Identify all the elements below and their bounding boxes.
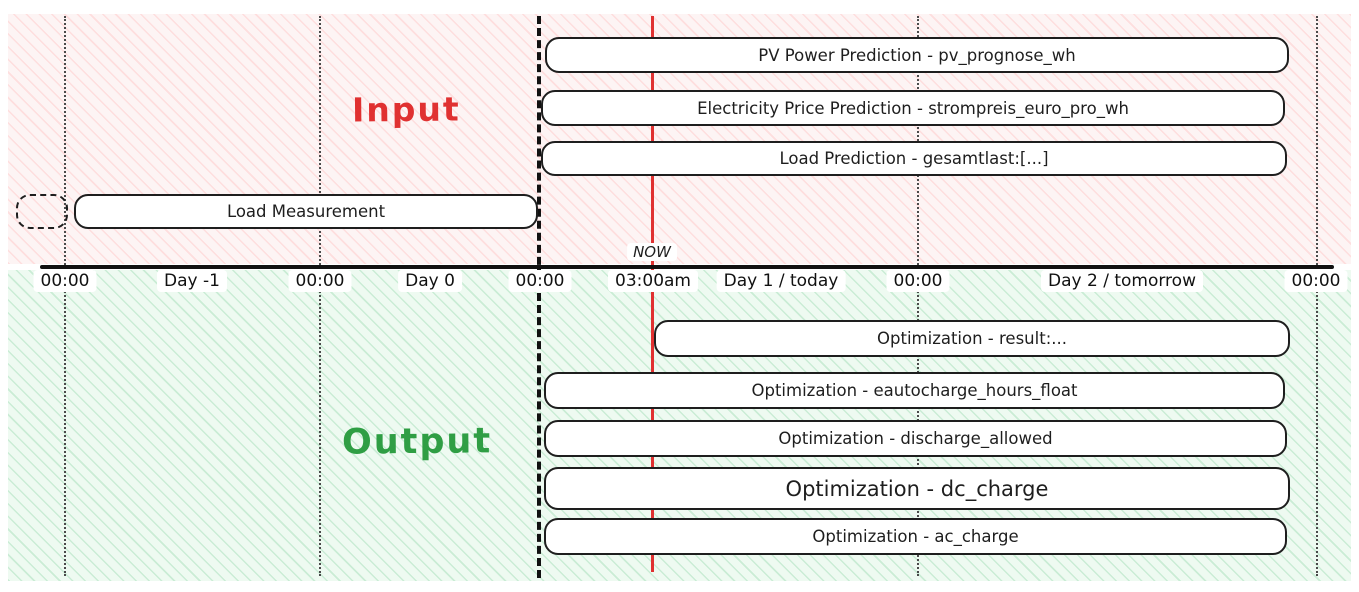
day1-boundary-dashed-line [537,16,541,578]
bar-label: Optimization - dc_charge [785,476,1049,501]
bar-optimization-result: Optimization - result:... [654,320,1290,357]
bar-label: Electricity Price Prediction - stromprei… [697,98,1129,118]
now-label: NOW [627,243,677,261]
bar-optimization-ac-charge: Optimization - ac_charge [544,518,1287,555]
output-section-label: Output [341,421,493,463]
bar-label: Load Measurement [226,202,386,221]
bar-label: PV Power Prediction - pv_prognose_wh [758,45,1076,65]
bar-optimization-dc-charge: Optimization - dc_charge [544,467,1290,510]
bar-electricity-price-prediction: Electricity Price Prediction - stromprei… [541,90,1285,126]
tick-label-0300am: 03:00am [608,270,698,292]
input-section-label: Input [351,89,461,130]
bar-optimization-eautocharge-hours-float: Optimization - eautocharge_hours_float [544,372,1285,409]
timeline-axis [40,265,1334,269]
gridline-day2-start [917,16,919,576]
now-line [651,16,654,572]
bar-label: Load Prediction - gesamtlast:[...] [779,149,1049,168]
bar-label: Optimization - discharge_allowed [778,429,1053,448]
gridline-day-minus1-start [64,16,66,576]
tick-label-0000-e: 00:00 [1284,270,1348,292]
tick-label-day1-today: Day 1 / today [716,270,846,292]
bar-pv-power-prediction: PV Power Prediction - pv_prognose_wh [545,37,1289,73]
tick-label-0000-c: 00:00 [508,270,572,292]
bar-label: Optimization - eautocharge_hours_float [751,381,1078,400]
tick-label-day2-tomorrow: Day 2 / tomorrow [1041,270,1203,292]
gridline-day2-end [1316,16,1318,576]
bar-label: Optimization - ac_charge [812,527,1019,546]
gridline-day0-start [319,16,321,576]
tick-label-0000-a: 00:00 [33,270,97,292]
bar-label: Optimization - result:... [877,329,1067,348]
tick-label-0000-b: 00:00 [288,270,352,292]
bar-load-prediction: Load Prediction - gesamtlast:[...] [541,141,1287,176]
tick-label-day-minus1: Day -1 [157,270,227,292]
bar-load-measurement: Load Measurement [74,194,538,229]
tick-label-0000-d: 00:00 [886,270,950,292]
load-measurement-history-stub [16,194,68,229]
bar-optimization-discharge-allowed: Optimization - discharge_allowed [544,420,1287,457]
tick-label-day0: Day 0 [398,270,462,292]
